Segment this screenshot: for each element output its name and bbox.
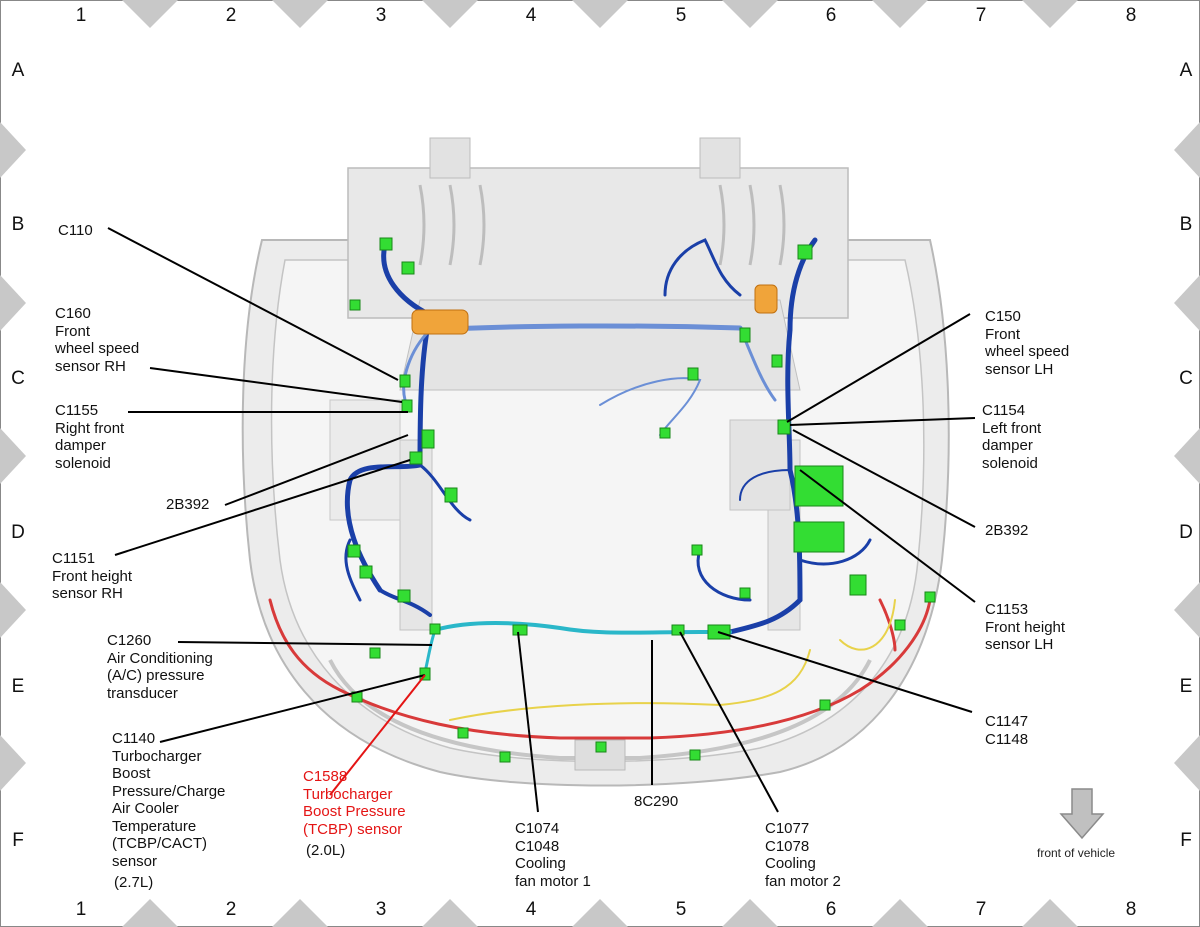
grid-col-4-top: 4 [525, 5, 537, 26]
front-of-vehicle-arrow-icon [1059, 788, 1105, 840]
grid-row-c-right: C [1179, 368, 1193, 389]
grid-row-b-right: B [1179, 214, 1193, 235]
callout-c110: C110 [58, 222, 93, 239]
callout-c1140-note: (2.7L) [114, 874, 154, 891]
grid-row-e-left: E [11, 676, 25, 697]
grid-row-f-right: F [1180, 830, 1192, 851]
grid-row-e-right: E [1179, 676, 1193, 697]
grid-col-1-top: 1 [75, 5, 87, 26]
grid-row-b-left: B [11, 214, 25, 235]
grid-col-2-bottom: 2 [225, 899, 237, 920]
callout-8c290: 8C290 [634, 793, 679, 810]
callout-2b392-lh: 2B392 [985, 522, 1029, 539]
leader-lines [107, 227, 976, 813]
grid-col-5-top: 5 [675, 5, 687, 26]
grid-row-f-left: F [12, 830, 24, 851]
connectors [347, 237, 936, 763]
vehicle-body [241, 137, 950, 787]
wiring-harness [268, 237, 932, 740]
grid-col-7-top: 7 [975, 5, 987, 26]
grid-col-8-top: 8 [1125, 5, 1137, 26]
grid-col-3-bottom: 3 [375, 899, 387, 920]
front-of-vehicle-label: front of vehicle [1037, 846, 1116, 860]
callout-c1588-note: (2.0L) [306, 842, 346, 859]
grid-col-5-bottom: 5 [675, 899, 687, 920]
grid-col-6-top: 6 [825, 5, 837, 26]
grid-row-c-left: C [11, 368, 25, 389]
grid-row-a-right: A [1179, 60, 1193, 81]
grid-row-d-left: D [11, 522, 25, 543]
grid-col-3-top: 3 [375, 5, 387, 26]
grid-row-d-right: D [1179, 522, 1193, 543]
grid-col-1-bottom: 1 [75, 899, 87, 920]
grid-col-8-bottom: 8 [1125, 899, 1137, 920]
grid-col-4-bottom: 4 [525, 899, 537, 920]
grid-col-2-top: 2 [225, 5, 237, 26]
grid-row-a-left: A [11, 60, 25, 81]
grid-col-6-bottom: 6 [825, 899, 837, 920]
grid-col-7-bottom: 7 [975, 899, 987, 920]
callout-2b392-rh: 2B392 [166, 496, 210, 513]
